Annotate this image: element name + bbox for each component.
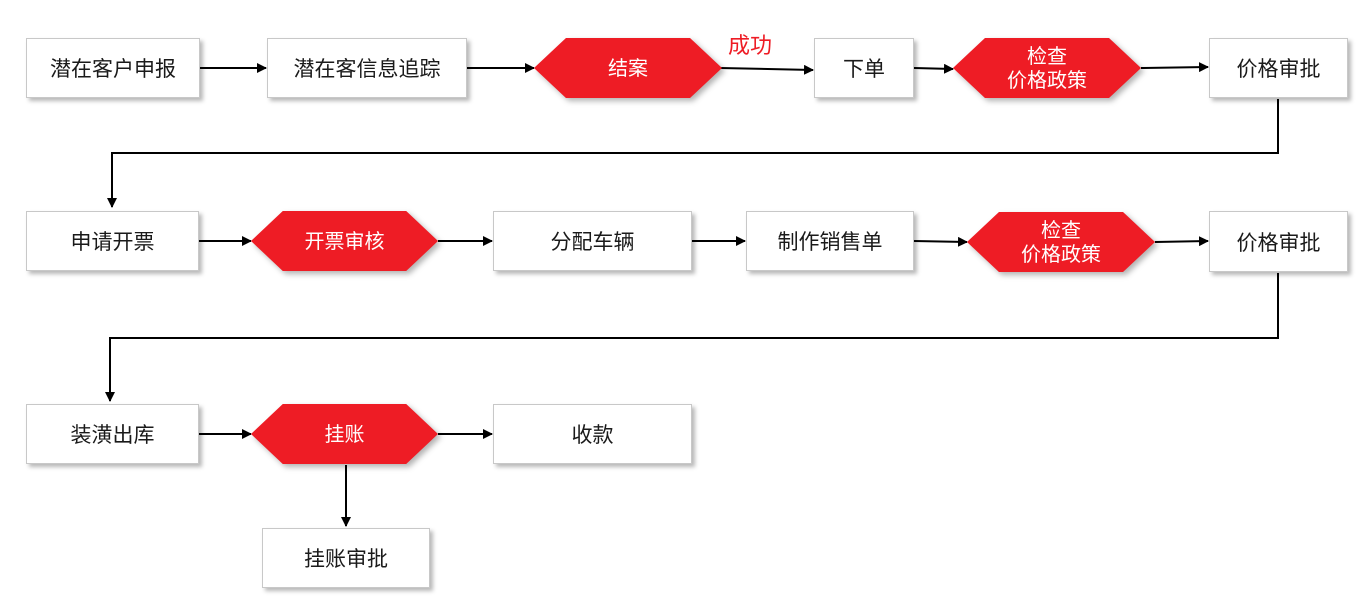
edge-order-to-check1 [913,63,954,74]
node-make-sales-order: 制作销售单 [746,211,914,271]
node-potential-customer-report: 潜在客户申报 [26,38,200,98]
decision-check-price-policy-1-line1: 检查 [1027,44,1067,68]
decision-close-case-label: 结案 [608,56,648,80]
edge-check1-to-approval1 [1140,62,1209,73]
decision-invoice-review: 开票审核 [251,211,438,271]
decision-check-price-policy-2: 检查 价格政策 [967,212,1155,272]
decision-check-price-policy-1: 检查 价格政策 [953,38,1141,98]
edge-approval1-to-apply-invoice [107,99,1279,208]
decision-check-price-policy-2-line1: 检查 [1041,218,1081,242]
edge-salesorder-to-check2 [913,236,968,247]
decision-on-account-label: 挂账 [324,422,365,446]
node-price-approval-1: 价格审批 [1209,38,1348,98]
node-potential-customer-tracking: 潜在客信息追踪 [267,38,467,98]
node-allocate-vehicle: 分配车辆 [493,211,692,271]
edge-label-success: 成功 [728,34,773,59]
node-decoration-outbound: 装潢出库 [26,404,199,464]
decision-on-account: 挂账 [251,404,438,464]
node-apply-invoice: 申请开票 [26,211,199,271]
edge-check2-to-approval2 [1154,236,1209,247]
decision-check-price-policy-1-line2: 价格政策 [1007,68,1087,92]
decision-close-case: 结案 [534,38,722,98]
node-price-approval-2: 价格审批 [1209,211,1348,272]
edge-approval2-to-decoration [105,273,1279,402]
node-place-order: 下单 [814,38,914,98]
node-on-account-approval: 挂账审批 [262,528,430,588]
decision-invoice-review-label: 开票审核 [304,229,385,253]
node-collect-payment: 收款 [493,404,692,464]
decision-check-price-policy-2-line2: 价格政策 [1021,242,1101,266]
edge-close-to-order [719,64,814,75]
